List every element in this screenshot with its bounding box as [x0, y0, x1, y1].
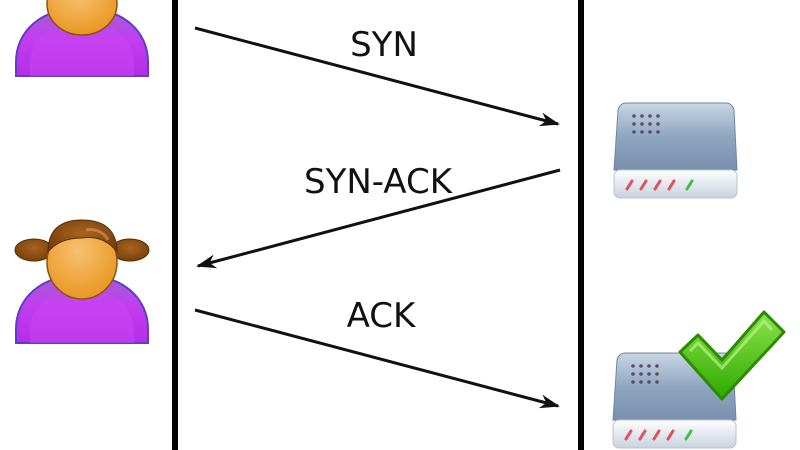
- syn-arrow: [194, 26, 560, 127]
- checkmark-icon: [678, 310, 786, 401]
- syn-ack-arrow: [196, 168, 561, 269]
- syn-ack-label: SYN-ACK: [304, 162, 454, 202]
- person-icon: [15, 0, 149, 77]
- ack-label: ACK: [347, 296, 417, 336]
- syn-label: SYN: [350, 25, 418, 65]
- ack-arrow: [194, 308, 560, 409]
- person-icon: [14, 219, 150, 344]
- server-icon: [613, 102, 738, 199]
